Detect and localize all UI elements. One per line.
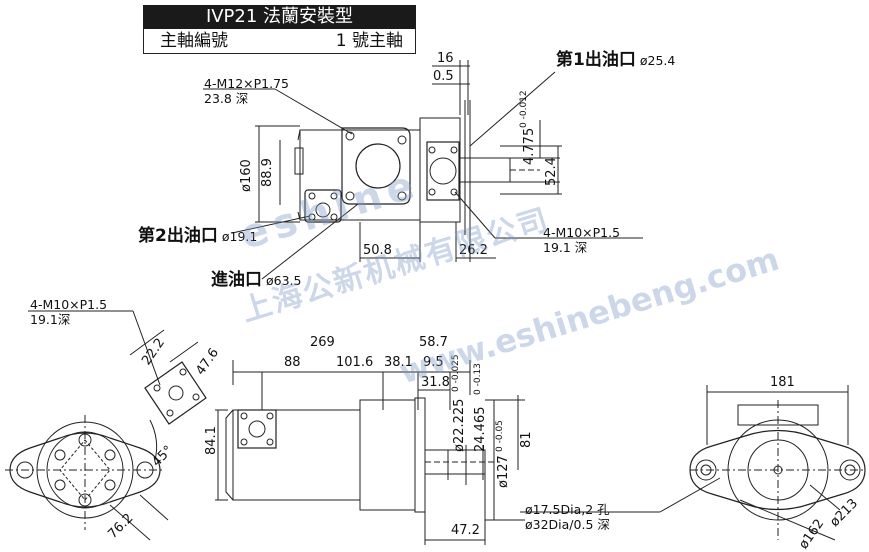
dim-88-9: 88.9 (260, 158, 275, 187)
dim-26-2: 26.2 (459, 243, 488, 258)
dim-50-8: 50.8 (363, 243, 392, 258)
dim-4-775: 4.775 (522, 127, 537, 165)
dim-181: 181 (770, 375, 795, 390)
dim-52-4: 52.4 (544, 157, 559, 186)
dim-4-775-tol: 0 -0.012 (519, 90, 529, 128)
dim-38-1: 38.1 (384, 355, 413, 370)
rear-view (520, 385, 866, 541)
dim-160: ø160 (239, 159, 254, 192)
dim-81: 81 (519, 431, 534, 448)
title-table: IVP21 法蘭安裝型 主軸編號 1 號主軸 (143, 5, 416, 55)
flange-detail (28, 310, 207, 425)
dim-0-5: 0.5 (433, 69, 454, 84)
dim-24-465: 24.465 (473, 406, 488, 453)
shaft-value: 1 號主軸 (335, 31, 403, 51)
front-view (5, 415, 169, 541)
dim-84-1: 84.1 (204, 426, 219, 455)
dim-269: 269 (310, 335, 335, 350)
side-view (215, 360, 525, 545)
shaft-row: 主軸編號 1 號主軸 (143, 29, 416, 54)
dim-58-7: 58.7 (419, 335, 448, 350)
dim-9-5: 9.5 (423, 355, 444, 370)
dim-88: 88 (284, 355, 301, 370)
dim-101-6: 101.6 (336, 355, 374, 370)
top-view (203, 60, 643, 280)
model-title: IVP21 法蘭安裝型 (143, 5, 416, 29)
dim-22-225: ø22.225 (452, 398, 467, 452)
dim-127-tol: 0 -0.05 (495, 420, 505, 452)
dim-16: 16 (437, 51, 454, 66)
dim-47-2: 47.2 (451, 523, 480, 538)
dim-127: ø127 (496, 455, 511, 488)
dim-31-8: 31.8 (421, 375, 450, 390)
shaft-label: 主軸編號 (160, 31, 228, 51)
